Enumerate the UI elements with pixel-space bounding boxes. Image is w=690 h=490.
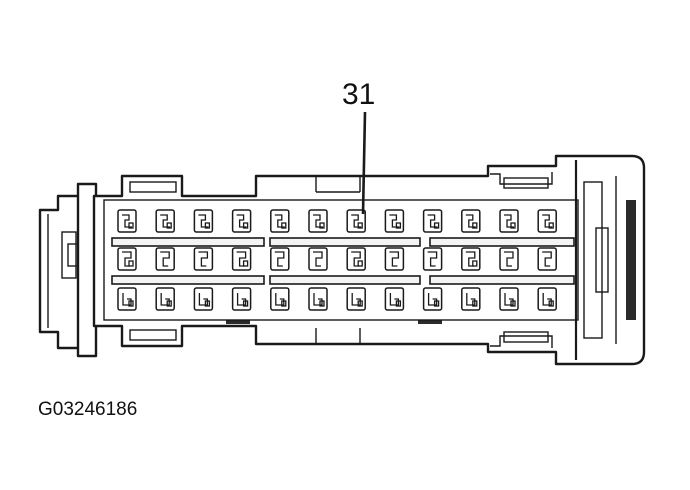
pin-cavity xyxy=(270,247,290,271)
pin-cavity xyxy=(346,209,366,233)
pin-cavity xyxy=(117,209,137,233)
pin-cavity xyxy=(193,247,214,271)
cavity-frame xyxy=(103,199,579,321)
pin-cavity xyxy=(270,209,290,233)
connector-housing xyxy=(92,154,646,366)
pin-cavity xyxy=(346,247,366,271)
pin-cavity xyxy=(231,209,252,233)
pin-cavity xyxy=(155,287,175,311)
pin-cavity xyxy=(384,247,405,271)
pin-cavity xyxy=(461,287,481,311)
pin-cavity xyxy=(308,287,328,311)
pin-cavities xyxy=(117,209,557,311)
pin-cavity xyxy=(422,209,443,233)
pin-cavity xyxy=(461,247,481,271)
pin-cavity xyxy=(422,247,443,271)
pin-cavity xyxy=(422,287,443,311)
pin-cavity xyxy=(384,209,405,233)
pin-cavity xyxy=(537,287,557,311)
pin-cavity xyxy=(155,209,175,233)
pin-cavity xyxy=(155,247,175,271)
pin-cavity xyxy=(193,287,214,311)
pin-cavity xyxy=(117,247,137,271)
reference-code: G03246186 xyxy=(38,399,137,420)
pin-cavity xyxy=(231,247,252,271)
pin-cavity xyxy=(117,287,137,311)
pin-cavity xyxy=(193,209,214,233)
pin-cavity xyxy=(461,209,481,233)
pin-cavity xyxy=(231,287,252,311)
pin-cavity xyxy=(499,287,519,311)
left-latch xyxy=(38,182,98,358)
pin-cavity xyxy=(308,209,328,233)
pin-cavity xyxy=(499,209,519,233)
pin-cavity xyxy=(270,287,290,311)
pin-cavity xyxy=(499,247,519,271)
pin-cavity xyxy=(384,287,405,311)
pin-cavity xyxy=(537,247,557,271)
pin-cavity xyxy=(537,209,557,233)
callout-label: 31 xyxy=(342,78,375,111)
pin-cavity xyxy=(346,287,366,311)
callout-leader xyxy=(361,111,367,215)
pin-cavity xyxy=(308,247,328,271)
